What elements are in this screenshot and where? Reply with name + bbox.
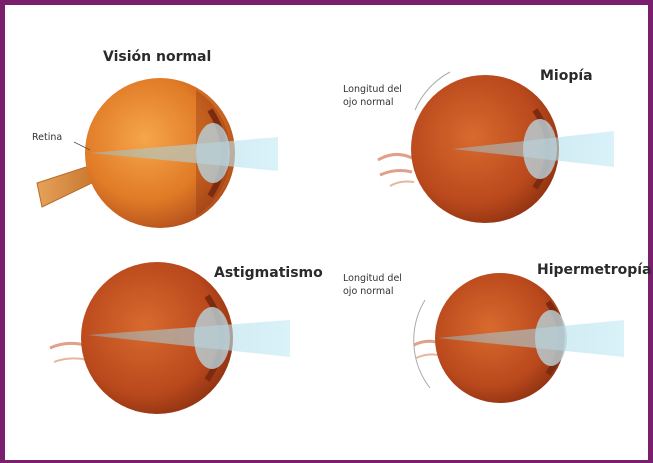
note-myopia-line2: ojo normal [343, 96, 402, 109]
eye-hyperopia [414, 273, 624, 403]
title-myopia: Miopía [540, 68, 593, 84]
note-hyperopia-line1: Longitud del [343, 272, 402, 285]
title-normal-vision: Visión normal [103, 49, 211, 65]
title-hyperopia: Hipermetropía [537, 262, 652, 278]
note-myopia-line1: Longitud del [343, 83, 402, 96]
title-astigmatism: Astigmatismo [214, 265, 323, 281]
note-hyperopia-line2: ojo normal [343, 285, 402, 298]
note-myopia: Longitud del ojo normal [343, 83, 402, 109]
eye-normal [37, 78, 278, 228]
label-retina: Retina [32, 131, 62, 144]
note-hyperopia: Longitud del ojo normal [343, 272, 402, 298]
eye-astigmatism [50, 262, 290, 414]
eye-myopia [378, 72, 614, 223]
